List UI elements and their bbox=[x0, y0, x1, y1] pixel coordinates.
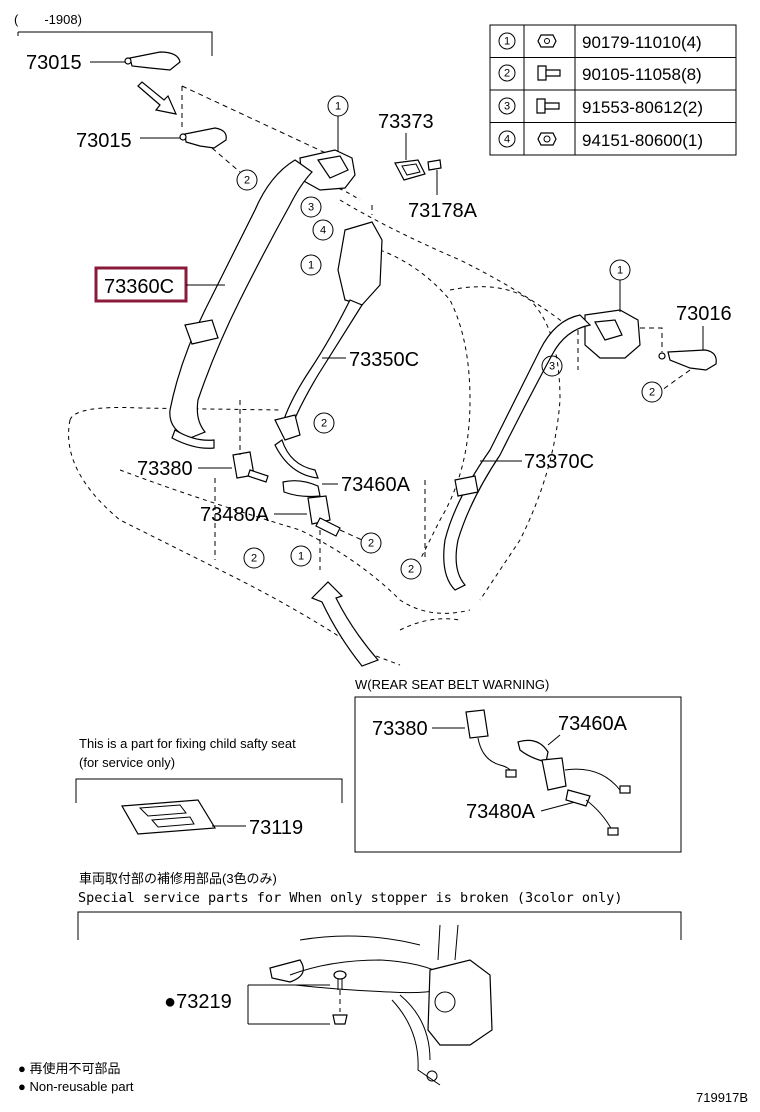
part-label-73380: 73380 bbox=[137, 458, 193, 480]
callout-1: 1 bbox=[327, 95, 349, 152]
svg-text:3: 3 bbox=[308, 202, 314, 214]
part-number: 90179-11010(4) bbox=[582, 33, 702, 52]
warning-buckle-73380 bbox=[465, 709, 517, 778]
direction-arrow-large bbox=[310, 581, 380, 667]
part-label-73350C: 73350C bbox=[349, 349, 419, 371]
screw-icon bbox=[536, 98, 560, 114]
callout-1-center: 1 bbox=[300, 254, 322, 276]
buckle-73480A bbox=[307, 495, 341, 537]
callout-2-center: 2 bbox=[313, 412, 335, 434]
buckle-73380 bbox=[232, 451, 269, 483]
callout-3-right: 3 bbox=[541, 355, 563, 377]
part-number: 91553-80612(2) bbox=[582, 98, 703, 117]
part-label-73370C: 73370C bbox=[524, 451, 594, 473]
svg-text:2: 2 bbox=[321, 418, 327, 430]
callout-1-right: 1 bbox=[609, 259, 631, 312]
part-label-73360C: 73360C bbox=[104, 276, 174, 298]
callout-number: 2 bbox=[504, 68, 510, 80]
table-row: 2 90105-11058(8) bbox=[498, 64, 702, 84]
seat-belt-center bbox=[274, 221, 383, 479]
callout-2-bottom-right: 2 bbox=[400, 558, 422, 580]
stopper-illustration bbox=[269, 924, 493, 1086]
stopper-button-73219 bbox=[332, 970, 348, 1025]
warning-box bbox=[354, 696, 682, 853]
special-note-en: Special service parts for When only stop… bbox=[78, 890, 623, 906]
warning-box-title: W(REAR SEAT BELT WARNING) bbox=[355, 677, 549, 692]
fastener-table: 1 90179-11010(4) 2 90105-11058(8) 3 9155… bbox=[489, 24, 737, 156]
svg-text:2: 2 bbox=[251, 553, 257, 565]
buckle-73460A bbox=[282, 480, 321, 498]
special-note-jp: 車両取付部の補修用部品(3色のみ) bbox=[79, 871, 277, 886]
callout-number: 4 bbox=[504, 134, 510, 146]
part-number: 90105-11058(8) bbox=[582, 65, 702, 84]
bolt-icon bbox=[537, 34, 557, 48]
callout-1-lower: 1 bbox=[290, 545, 312, 567]
rear-seat-outline bbox=[68, 179, 576, 666]
warning-part-label-73380: 73380 bbox=[372, 718, 428, 740]
part-label-73015-lower: 73015 bbox=[76, 130, 132, 152]
callout-number: 3 bbox=[504, 101, 510, 113]
svg-text:1: 1 bbox=[298, 551, 304, 563]
bolt-icon bbox=[537, 65, 561, 81]
part-label-73178A: 73178A bbox=[408, 200, 478, 222]
seat-belt-left bbox=[169, 159, 313, 449]
svg-text:2: 2 bbox=[368, 538, 374, 550]
part-number: 94151-80600(1) bbox=[582, 131, 703, 150]
part-label-73119: 73119 bbox=[249, 817, 303, 839]
child-seat-bracket bbox=[121, 799, 217, 835]
svg-text:4: 4 bbox=[320, 225, 326, 237]
table-row: 4 94151-80600(1) bbox=[498, 130, 703, 150]
svg-text:2: 2 bbox=[649, 387, 655, 399]
callout-2-lower-left: 2 bbox=[243, 547, 265, 569]
svg-text:2: 2 bbox=[244, 175, 250, 187]
svg-text:1: 1 bbox=[308, 260, 314, 272]
seat-belt-right bbox=[443, 314, 592, 591]
nut-icon bbox=[537, 132, 557, 146]
table-row: 3 91553-80612(2) bbox=[498, 97, 703, 117]
warning-part-label-73460A: 73460A bbox=[558, 713, 628, 735]
svg-text:2: 2 bbox=[408, 564, 414, 576]
date-range: ( -1908) bbox=[14, 12, 82, 27]
anchor-plate-upper bbox=[90, 51, 181, 71]
part-label-73373: 73373 bbox=[378, 111, 434, 133]
warning-part-label-73480A: 73480A bbox=[466, 801, 536, 823]
retractor-right bbox=[584, 309, 641, 359]
anchor-plate-lower bbox=[140, 127, 227, 149]
retractor-left bbox=[299, 149, 356, 191]
child-seat-note-line2: (for service only) bbox=[79, 755, 175, 770]
anchor-plate-right bbox=[658, 349, 717, 371]
cover-73373 bbox=[394, 159, 426, 181]
callout-3: 3 bbox=[300, 196, 322, 218]
callout-2-right: 2 bbox=[641, 381, 663, 403]
part-label-73460A: 73460A bbox=[341, 474, 411, 496]
warning-anchor-73480A bbox=[565, 789, 619, 836]
part-label-73480A: 73480A bbox=[200, 504, 270, 526]
callout-4: 4 bbox=[312, 219, 334, 241]
callout-number: 1 bbox=[504, 36, 510, 48]
legend-en: ● Non-reusable part bbox=[18, 1079, 134, 1094]
table-row: 1 90179-11010(4) bbox=[498, 32, 702, 52]
child-seat-note-line1: This is a part for fixing child safty se… bbox=[79, 736, 296, 751]
clip-73178A bbox=[427, 159, 442, 171]
legend-jp: ● 再使用不可部品 bbox=[18, 1061, 120, 1076]
part-label-73015-upper: 73015 bbox=[26, 52, 82, 74]
callout-2-buckle: 2 bbox=[360, 532, 382, 554]
callout-2: 2 bbox=[236, 169, 258, 191]
svg-text:1: 1 bbox=[335, 101, 341, 113]
part-label-73016: 73016 bbox=[676, 303, 732, 325]
warning-buckle-73460A bbox=[517, 739, 631, 794]
direction-arrow bbox=[137, 81, 178, 115]
svg-text:1: 1 bbox=[617, 265, 623, 277]
svg-text:3: 3 bbox=[549, 361, 555, 373]
diagram-code: 719917B bbox=[696, 1090, 748, 1105]
part-label-73219: ●73219 bbox=[164, 991, 232, 1013]
